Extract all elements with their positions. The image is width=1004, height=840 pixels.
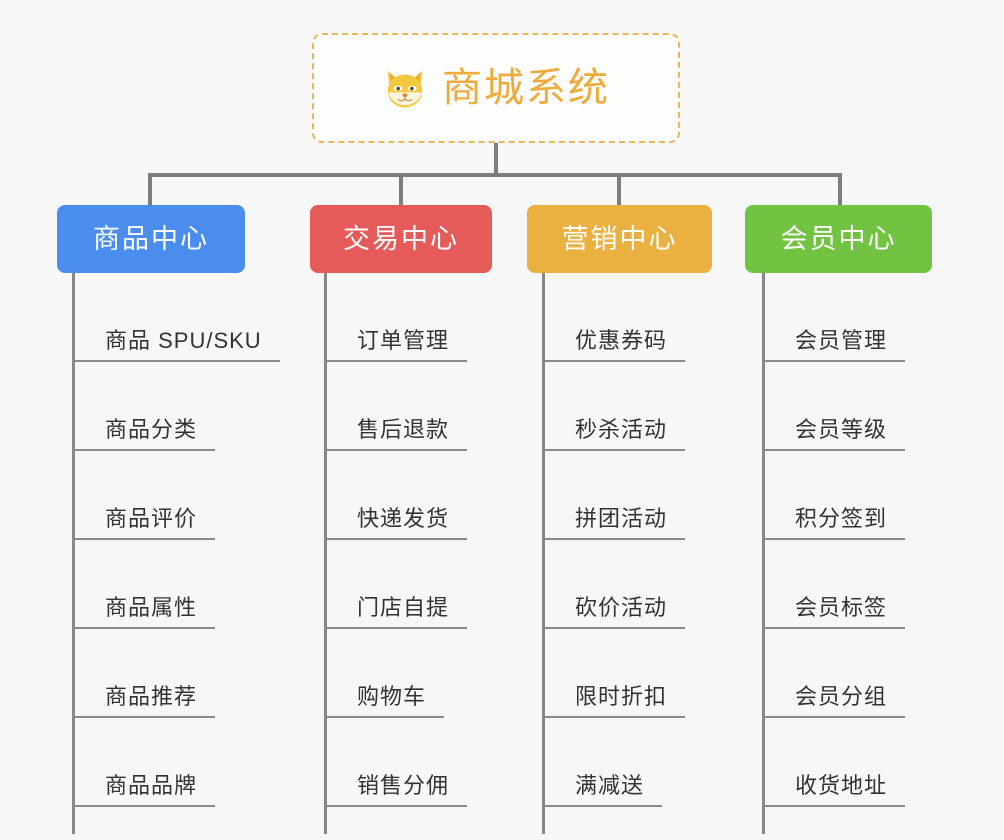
leaf-item[interactable]: 销售分佣 [324, 718, 468, 807]
leaf-label: 满减送 [575, 772, 645, 798]
leaf-label: 限时折扣 [575, 683, 668, 709]
leaf-item[interactable]: 快递发货 [324, 451, 468, 540]
leaf-item[interactable]: 优惠券码 [542, 273, 686, 362]
category-label-trade: 交易中心 [343, 223, 459, 254]
leaf-label: 商品推荐 [105, 683, 198, 709]
leaf-item[interactable]: 商品属性 [72, 540, 280, 629]
leaf-item[interactable]: 售后退款 [324, 362, 468, 451]
leaf-list-product: 商品 SPU/SKU 商品分类 商品评价 商品属性 商品推荐 商品品牌 [72, 273, 280, 807]
leaf-label: 快递发货 [357, 505, 450, 531]
leaf-item[interactable]: 商品品牌 [72, 718, 280, 807]
leaf-label: 会员标签 [795, 594, 888, 620]
leaf-label: 会员管理 [795, 327, 888, 353]
leaf-label: 秒杀活动 [575, 416, 668, 442]
branch-spine-product [72, 273, 75, 834]
leaf-item[interactable]: 秒杀活动 [542, 362, 686, 451]
category-box-product[interactable]: 商品中心 [57, 205, 245, 273]
category-label-marketing: 营销中心 [561, 223, 678, 254]
leaf-list-member: 会员管理 会员等级 积分签到 会员标签 会员分组 收货地址 [762, 273, 906, 807]
leaf-label: 商品分类 [105, 416, 198, 442]
leaf-item[interactable]: 会员分组 [762, 629, 906, 718]
leaf-label: 售后退款 [357, 416, 450, 442]
leaf-label: 收货地址 [795, 772, 888, 798]
branch-spine-trade [324, 273, 327, 834]
leaf-item[interactable]: 商品评价 [72, 451, 280, 540]
leaf-item[interactable]: 限时折扣 [542, 629, 686, 718]
leaf-item[interactable]: 砍价活动 [542, 540, 686, 629]
leaf-item[interactable]: 订单管理 [324, 273, 468, 362]
leaf-label: 门店自提 [357, 594, 450, 620]
leaf-item[interactable]: 会员等级 [762, 362, 906, 451]
connector-drop-3 [617, 173, 621, 207]
leaf-item[interactable]: 积分签到 [762, 451, 906, 540]
leaf-item[interactable]: 拼团活动 [542, 451, 686, 540]
connector-drop-2 [399, 173, 403, 207]
leaf-item[interactable]: 会员标签 [762, 540, 906, 629]
leaf-label: 砍价活动 [575, 594, 668, 620]
leaf-label: 销售分佣 [357, 772, 450, 798]
leaf-label: 商品品牌 [105, 772, 198, 798]
root-node[interactable]: 商城系统 [312, 33, 680, 143]
leaf-label: 订单管理 [357, 327, 450, 353]
category-box-marketing[interactable]: 营销中心 [527, 205, 712, 273]
root-title: 商城系统 [442, 66, 610, 110]
leaf-label: 商品 SPU/SKU [105, 327, 262, 353]
leaf-label: 购物车 [357, 683, 427, 709]
leaf-item[interactable]: 购物车 [324, 629, 467, 718]
leaf-item[interactable]: 商品推荐 [72, 629, 280, 718]
branch-spine-member [762, 273, 765, 834]
leaf-label: 商品属性 [105, 594, 198, 620]
branch-spine-marketing [542, 273, 545, 834]
shiba-dog-face-icon [387, 70, 423, 108]
connector-drop-4 [838, 173, 842, 207]
leaf-label: 会员等级 [795, 416, 888, 442]
leaf-label: 积分签到 [795, 505, 888, 531]
leaf-item[interactable]: 商品分类 [72, 362, 280, 451]
leaf-item[interactable]: 门店自提 [324, 540, 468, 629]
leaf-item[interactable]: 会员管理 [762, 273, 906, 362]
category-label-member: 会员中心 [780, 223, 897, 254]
leaf-list-marketing: 优惠券码 秒杀活动 拼团活动 砍价活动 限时折扣 满减送 [542, 273, 686, 807]
leaf-label: 会员分组 [795, 683, 888, 709]
connector-root-stem [494, 143, 498, 175]
leaf-item[interactable]: 收货地址 [762, 718, 906, 807]
category-label-product: 商品中心 [93, 223, 209, 254]
leaf-label: 商品评价 [105, 505, 198, 531]
leaf-label: 拼团活动 [575, 505, 668, 531]
category-box-trade[interactable]: 交易中心 [310, 205, 492, 273]
leaf-item[interactable]: 商品 SPU/SKU [72, 273, 280, 362]
leaf-label: 优惠券码 [575, 327, 668, 353]
category-box-member[interactable]: 会员中心 [745, 205, 932, 273]
leaf-item[interactable]: 满减送 [542, 718, 685, 807]
connector-horizontal-bus [148, 173, 842, 177]
connector-drop-1 [148, 173, 152, 207]
leaf-list-trade: 订单管理 售后退款 快递发货 门店自提 购物车 销售分佣 [324, 273, 468, 807]
